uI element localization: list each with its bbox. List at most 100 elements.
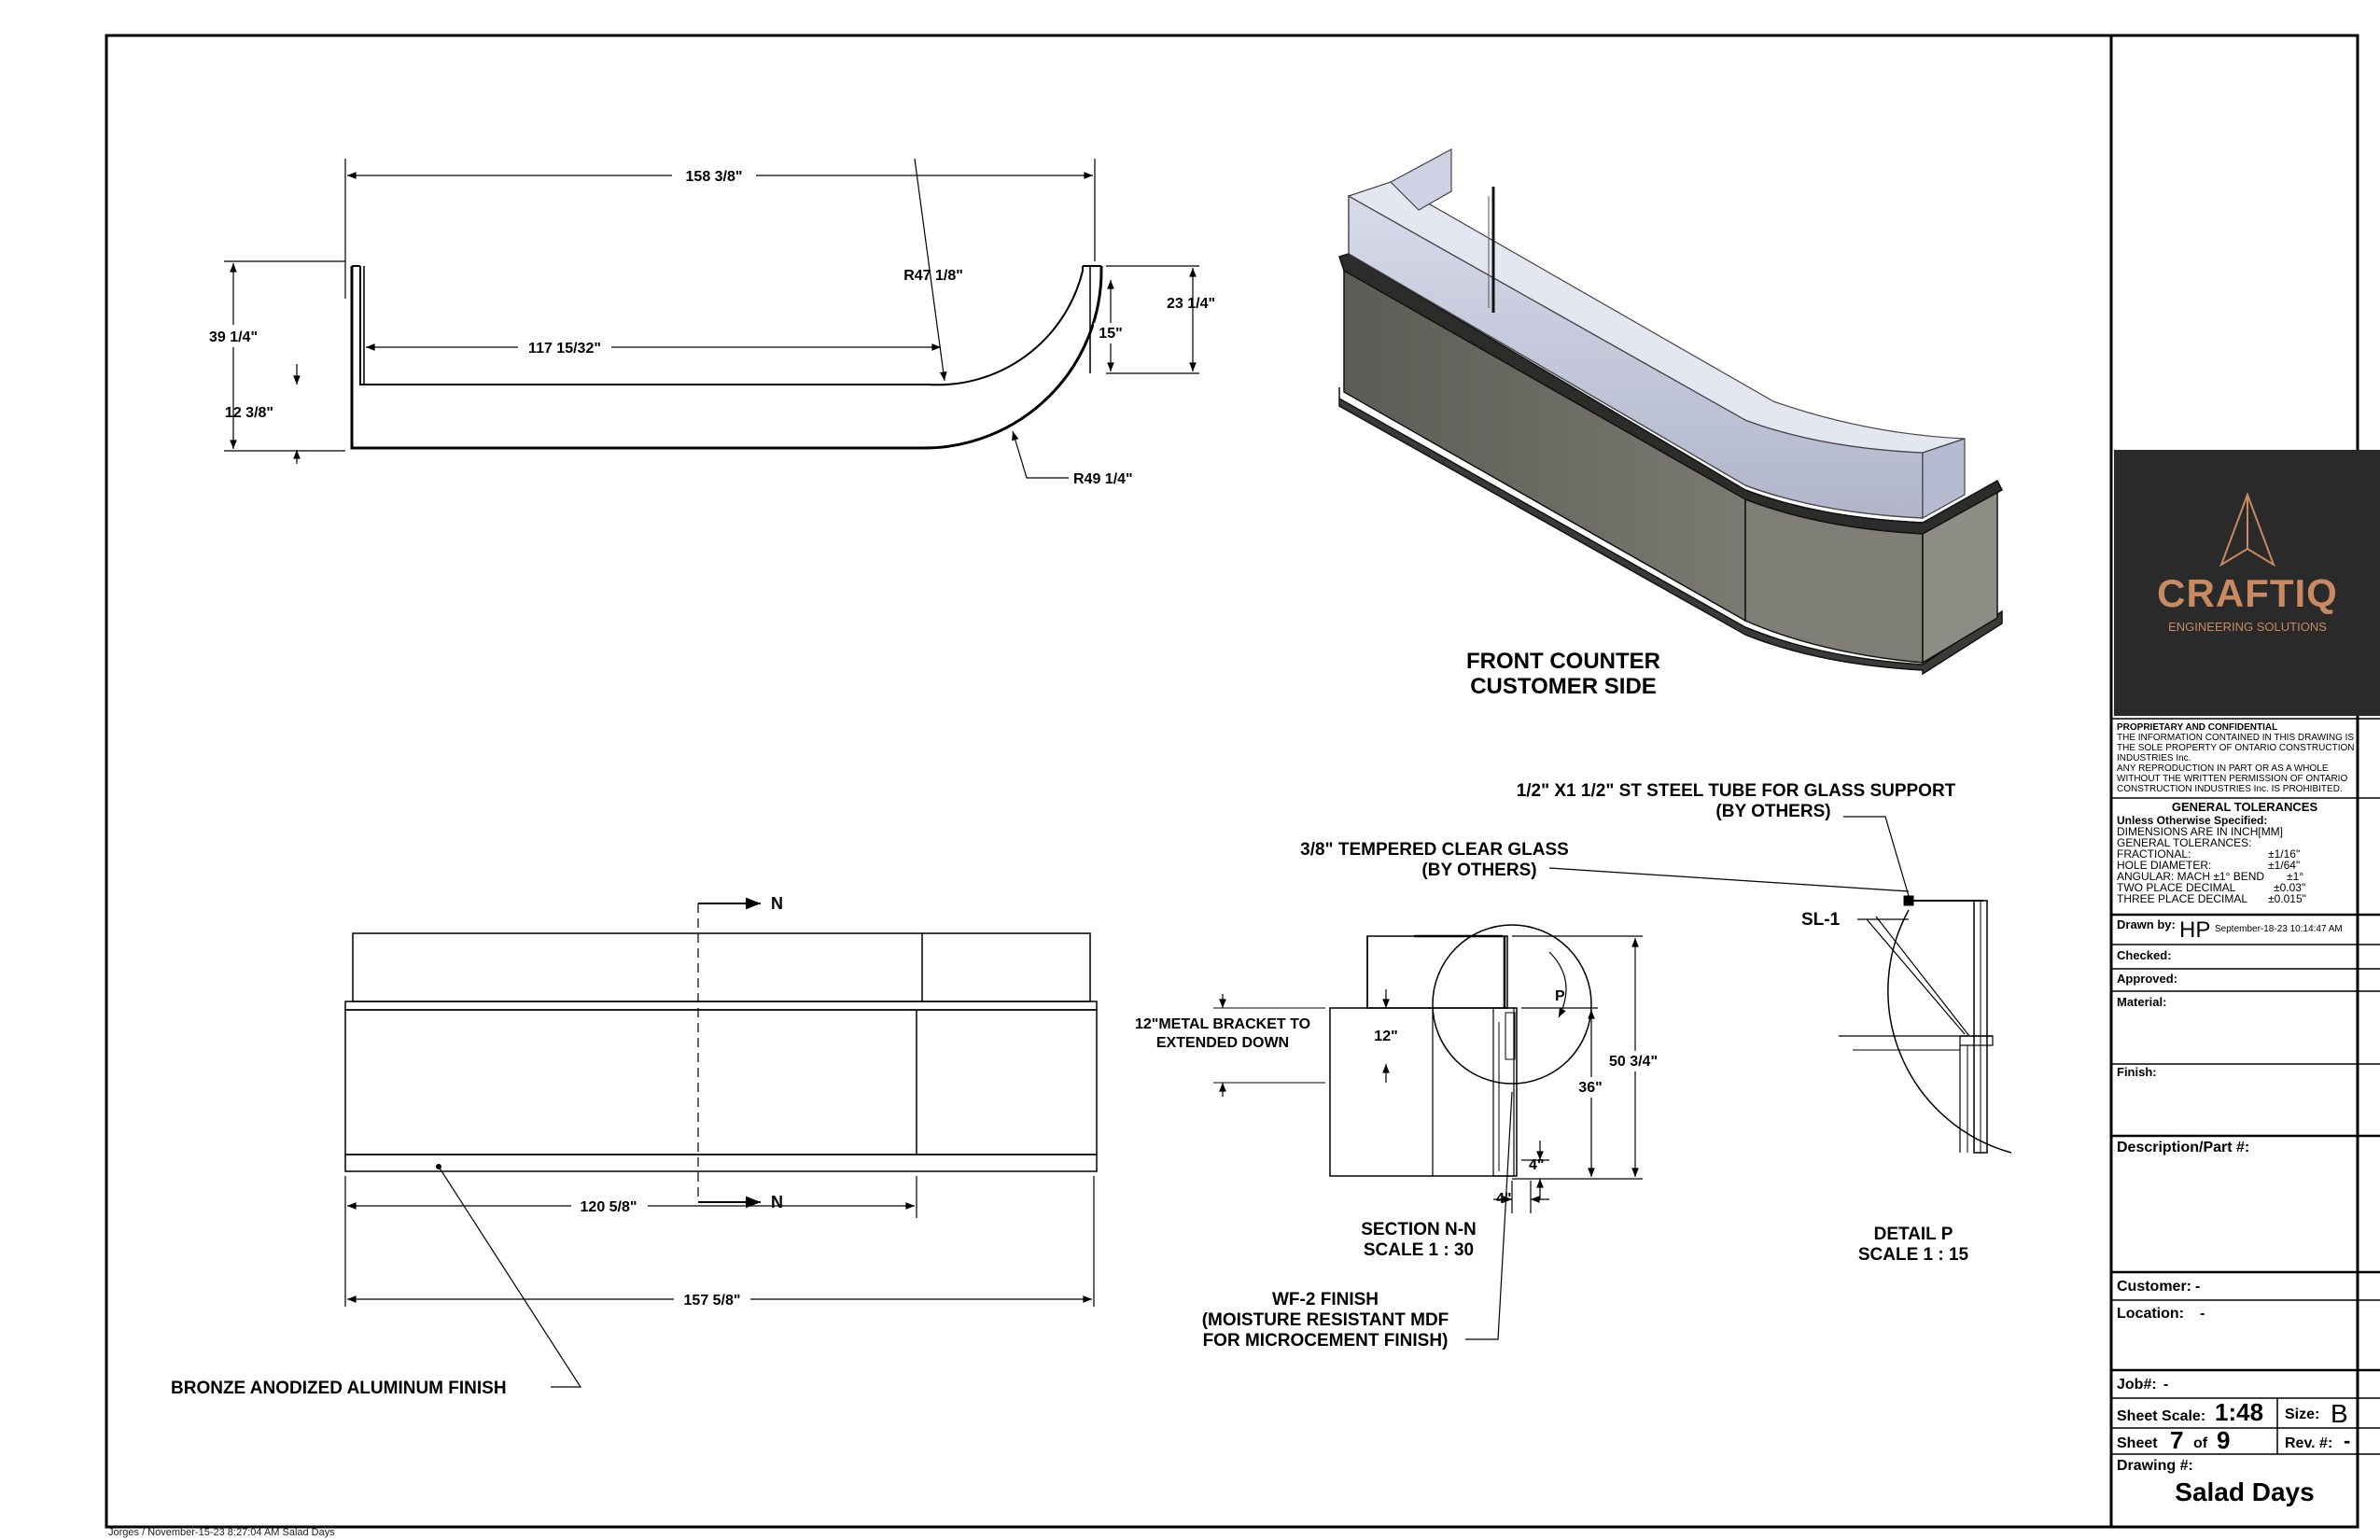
front-panel (344, 1009, 1098, 1155)
dim-radius-outer: R49 1/4" (1073, 471, 1133, 487)
sheet-of: of (2193, 1435, 2208, 1451)
dim-top-inner-depth: 12 3/8" (225, 405, 273, 421)
top-view (224, 158, 1199, 479)
dim-front-overall: 157 5/8" (684, 1293, 741, 1309)
detail-title-line2: SCALE 1 : 15 (1858, 1245, 1969, 1265)
glass-label-line1: 3/8" TEMPERED CLEAR GLASS (1300, 840, 1569, 860)
title-block: CRAFTIQ ENGINEERING SOLUTIONS PROPRIETAR… (2111, 450, 2380, 1506)
dim-top-depth: 39 1/4" (209, 329, 258, 345)
size-value: B (2331, 1399, 2348, 1428)
section-view-dims: 12"METAL BRACKET TO EXTENDED DOWN 12" 36… (1135, 840, 1663, 1351)
proprietary-block: PROPRIETARY AND CONFIDENTIAL THE INFORMA… (2117, 722, 2354, 794)
dim-top-inner: 117 15/32" (528, 341, 601, 357)
detail-marker: P (1555, 988, 1565, 1004)
proprietary-line: WITHOUT THE WRITTEN PERMISSION OF ONTARI… (2117, 774, 2347, 784)
iso-plinth (1338, 387, 2003, 676)
proprietary-line: INDUSTRIES Inc. (2117, 753, 2191, 763)
dim-top-right-inner: 15" (1099, 326, 1122, 342)
iso-title-line2: CUSTOMER SIDE (1470, 674, 1657, 699)
proprietary-line: THE INFORMATION CONTAINED IN THIS DRAWIN… (2117, 733, 2354, 743)
front-view-dims: N N 120 5/8" 157 5/8" BRONZE ANODIZED AL… (171, 894, 783, 1398)
proprietary-line: PROPRIETARY AND CONFIDENTIAL (2117, 722, 2277, 733)
counter-outline-inner (359, 266, 1084, 386)
job-value: - (2163, 1377, 2168, 1393)
tol-row-value: ±1° (2287, 870, 2303, 883)
tol-row-label: FRACTIONAL: (2117, 847, 2191, 861)
detail-title-line1: DETAIL P (1874, 1225, 1953, 1244)
customer-label: Customer: (2117, 1279, 2191, 1295)
tol-row-label: THREE PLACE DECIMAL (2117, 892, 2247, 905)
tol-row-value: ±1/64" (2268, 859, 2300, 872)
drawn-by-value: HP (2179, 917, 2210, 943)
top-view-dims: 158 3/8" 117 15/32" 39 1/4" 12 3/8" 23 1… (203, 164, 1215, 487)
customer-value: - (2195, 1279, 2200, 1295)
dim-section-counter: 36" (1578, 1080, 1602, 1096)
front-glass-box (352, 932, 1091, 1002)
sheet-border (105, 34, 2359, 1529)
logo-text: CRAFTIQ (2157, 571, 2338, 615)
dim-section-kick: 4" (1529, 1157, 1544, 1173)
dim-section-bottom: 4" (1496, 1191, 1511, 1207)
front-counter-top (344, 1001, 1098, 1011)
dim-section-overall: 50 3/4" (1609, 1054, 1658, 1070)
wf2-finish-line3: FOR MICROCEMENT FINISH) (1203, 1331, 1449, 1351)
front-view (344, 897, 1098, 1388)
proprietary-line: CONSTRUCTION INDUSTRIES Inc. IS PROHIBIT… (2117, 784, 2343, 794)
sheet-total: 9 (2217, 1426, 2230, 1454)
drawn-date: September-18-23 10:14:47 AM (2215, 924, 2343, 934)
tube-label-line2: (BY OTHERS) (1715, 802, 1830, 821)
wf2-finish-line2: (MOISTURE RESISTANT MDF (1202, 1310, 1449, 1330)
tol-general: GENERAL TOLERANCES: (2117, 836, 2252, 849)
scale-value: 1:48 (2215, 1398, 2263, 1426)
section-marker-bottom: N (771, 1193, 783, 1211)
tol-row-label: HOLE DIAMETER: (2117, 859, 2211, 872)
iso-view (1338, 147, 2003, 676)
description-label: Description/Part #: (2117, 1140, 2249, 1155)
bronze-finish-label: BRONZE ANODIZED ALUMINUM FINISH (171, 1379, 507, 1398)
tol-row-value: ±1/16" (2268, 847, 2300, 861)
detail-arc (1887, 909, 2012, 1154)
dim-top-right-depth: 23 1/4" (1167, 296, 1215, 312)
print-footer: Jorges / November-15-23 8:27:04 AM Salad… (108, 1527, 335, 1538)
iso-glass-back (1390, 147, 1452, 211)
glass-label-line2: (BY OTHERS) (1421, 861, 1536, 880)
scale-label: Sheet Scale: (2117, 1408, 2205, 1424)
dim-front-section: 120 5/8" (581, 1199, 637, 1215)
counter-outline-outer (350, 266, 1103, 450)
tol-unless: Unless Otherwise Specified: (2117, 814, 2267, 827)
title-fields: Drawn by: HP September-18-23 10:14:47 AM… (2117, 917, 2350, 1506)
tol-row-label: ANGULAR: MACH ±1° BEND (2117, 870, 2264, 883)
tol-dims: DIMENSIONS ARE IN INCH[MM] (2117, 825, 2283, 838)
proprietary-line: ANY REPRODUCTION IN PART OR AS A WHOLE (2117, 763, 2329, 774)
sl1-label: SL-1 (1801, 910, 1841, 930)
sheet-number: 7 (2170, 1426, 2183, 1454)
material-label: Material: (2117, 995, 2166, 1009)
iso-title: FRONT COUNTER CUSTOMER SIDE (1466, 649, 1660, 699)
tol-row-label: TWO PLACE DECIMAL (2117, 881, 2236, 894)
rev-value: - (2344, 1429, 2350, 1452)
tube-label-line1: 1/2" X1 1/2" ST STEEL TUBE FOR GLASS SUP… (1517, 781, 1956, 801)
rev-label: Rev. #: (2285, 1435, 2332, 1451)
section-title-line1: SECTION N-N (1361, 1220, 1477, 1239)
logo-subtext: ENGINEERING SOLUTIONS (2168, 620, 2327, 634)
dim-top-overall: 158 3/8" (686, 169, 743, 185)
proprietary-line: THE SOLE PROPERTY OF ONTARIO CONSTRUCTIO… (2117, 743, 2354, 753)
iso-glass-end (1922, 438, 1966, 520)
front-plinth (344, 1154, 1098, 1172)
location-value: - (2200, 1306, 2205, 1322)
tol-row-value: ±0.03" (2274, 881, 2305, 894)
checked-label: Checked: (2117, 948, 2172, 962)
drawn-by-label: Drawn by: (2117, 917, 2176, 931)
section-body (1329, 1007, 1518, 1177)
tol-row-value: ±0.015" (2268, 892, 2306, 905)
iso-counter-band (1338, 253, 2003, 535)
detail-view (1839, 816, 2012, 1154)
tol-title: GENERAL TOLERANCES (2172, 800, 2318, 814)
wf2-finish-line1: WF-2 FINISH (1272, 1290, 1379, 1309)
section-marker-top: N (771, 894, 783, 913)
section-view (1213, 867, 1910, 1340)
size-label: Size: (2285, 1407, 2319, 1422)
location-label: Location: (2117, 1306, 2184, 1322)
dim-radius-inner: R47 1/8" (903, 268, 963, 284)
